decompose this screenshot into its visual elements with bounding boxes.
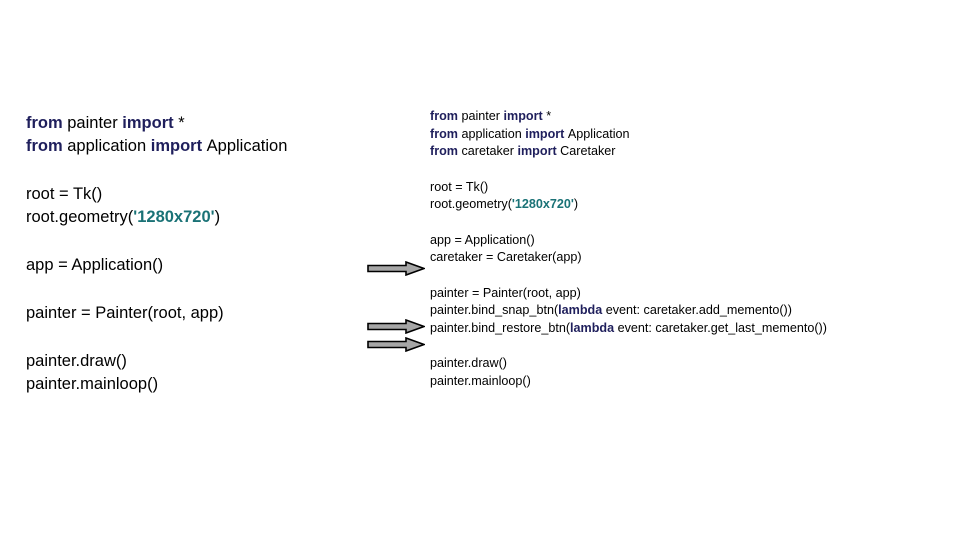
code-text: app = Application() [26,256,164,274]
code-line: painter.bind_snap_btn(lambda event: care… [430,302,827,320]
code-text: event: caretaker.add_memento()) [602,303,792,317]
code-string-literal: '1280x720' [133,208,215,226]
code-text: * [178,114,185,132]
code-text: app = Application() [430,232,535,247]
code-line: root = Tk() [430,179,827,197]
code-keyword: import [517,144,561,158]
code-keyword: import [525,126,568,141]
code-keyword: from [430,126,462,141]
code-line: painter.draw() [26,350,287,373]
code-text: caretaker [461,144,518,158]
code-text: painter.draw() [26,352,127,370]
code-line: caretaker = Caretaker(app) [430,249,827,267]
code-group: painter.draw() painter.mainloop() [430,355,827,390]
code-text: painter = Painter(root, app) [26,304,224,322]
code-keyword: lambda [558,303,603,317]
code-line: painter.draw() [430,355,827,373]
code-keyword: from [26,137,68,155]
code-keyword: from [430,144,462,158]
code-line: root = Tk() [26,183,287,206]
arrow-right-icon-caretaker [367,261,425,276]
code-keyword: import [150,137,207,155]
code-keyword: import [503,109,547,123]
code-text: painter [67,114,123,132]
code-text: painter.draw() [430,356,507,370]
code-group: app = Application() [26,254,287,277]
code-group: painter = Painter(root, app) painter.bind… [430,285,827,338]
code-group: painter = Painter(root, app) [26,302,287,325]
arrow-right-icon-bind-restore [367,337,425,352]
code-keyword: import [122,114,179,132]
code-text: event: caretaker.get_last_memento()) [614,320,827,335]
code-text: root = Tk() [430,179,489,194]
code-text: Application [206,137,288,155]
code-text: root.geometry( [26,208,134,226]
code-line: from application import Application [430,126,827,144]
after-code-block: from painter import *from application im… [430,108,827,390]
code-line: from application import Application [26,135,287,158]
code-keyword: from [430,109,462,123]
code-text: application [461,126,526,141]
code-keyword: from [26,114,68,132]
code-line: from painter import * [26,112,287,135]
code-line: painter.mainloop() [430,373,827,391]
code-text: application [67,137,151,155]
code-text: root.geometry( [430,197,512,211]
code-group: from painter import *from application im… [430,108,827,161]
code-group: from painter import *from application im… [26,112,287,158]
code-line: painter.mainloop() [26,373,287,396]
code-group: app = Application() caretaker = Caretaker… [430,232,827,267]
code-line: painter = Painter(root, app) [430,285,827,303]
code-text: caretaker = Caretaker(app) [430,250,582,264]
code-line: app = Application() [26,254,287,277]
code-group: root = Tk() root.geometry('1280x720') [430,179,827,214]
code-line: painter = Painter(root, app) [26,302,287,325]
code-text: Application [567,126,630,141]
code-text: root = Tk() [26,185,103,203]
code-text: painter.mainloop() [430,373,531,388]
code-line: root.geometry('1280x720') [26,206,287,229]
code-text: painter.bind_snap_btn( [430,303,559,317]
code-line: painter.bind_restore_btn(lambda event: c… [430,320,827,338]
code-text: painter.bind_restore_btn( [430,320,571,335]
code-text: ) [214,208,221,226]
code-group: painter.draw() painter.mainloop() [26,350,287,396]
code-group: root = Tk() root.geometry('1280x720') [26,183,287,229]
code-text: painter.mainloop() [26,375,159,393]
code-text: painter = Painter(root, app) [430,285,581,300]
code-line: app = Application() [430,232,827,250]
code-keyword: lambda [570,320,615,335]
before-code-block: from painter import *from application im… [26,112,287,396]
code-line: root.geometry('1280x720') [430,196,827,214]
code-line: from painter import * [430,108,827,126]
code-text: * [546,109,552,123]
code-string-literal: '1280x720' [511,197,574,211]
code-text: painter [461,109,504,123]
code-line: from caretaker import Caretaker [430,143,827,161]
code-text: ) [573,197,579,211]
code-text: Caretaker [560,144,616,158]
arrow-right-icon-bind-snap [367,319,425,334]
